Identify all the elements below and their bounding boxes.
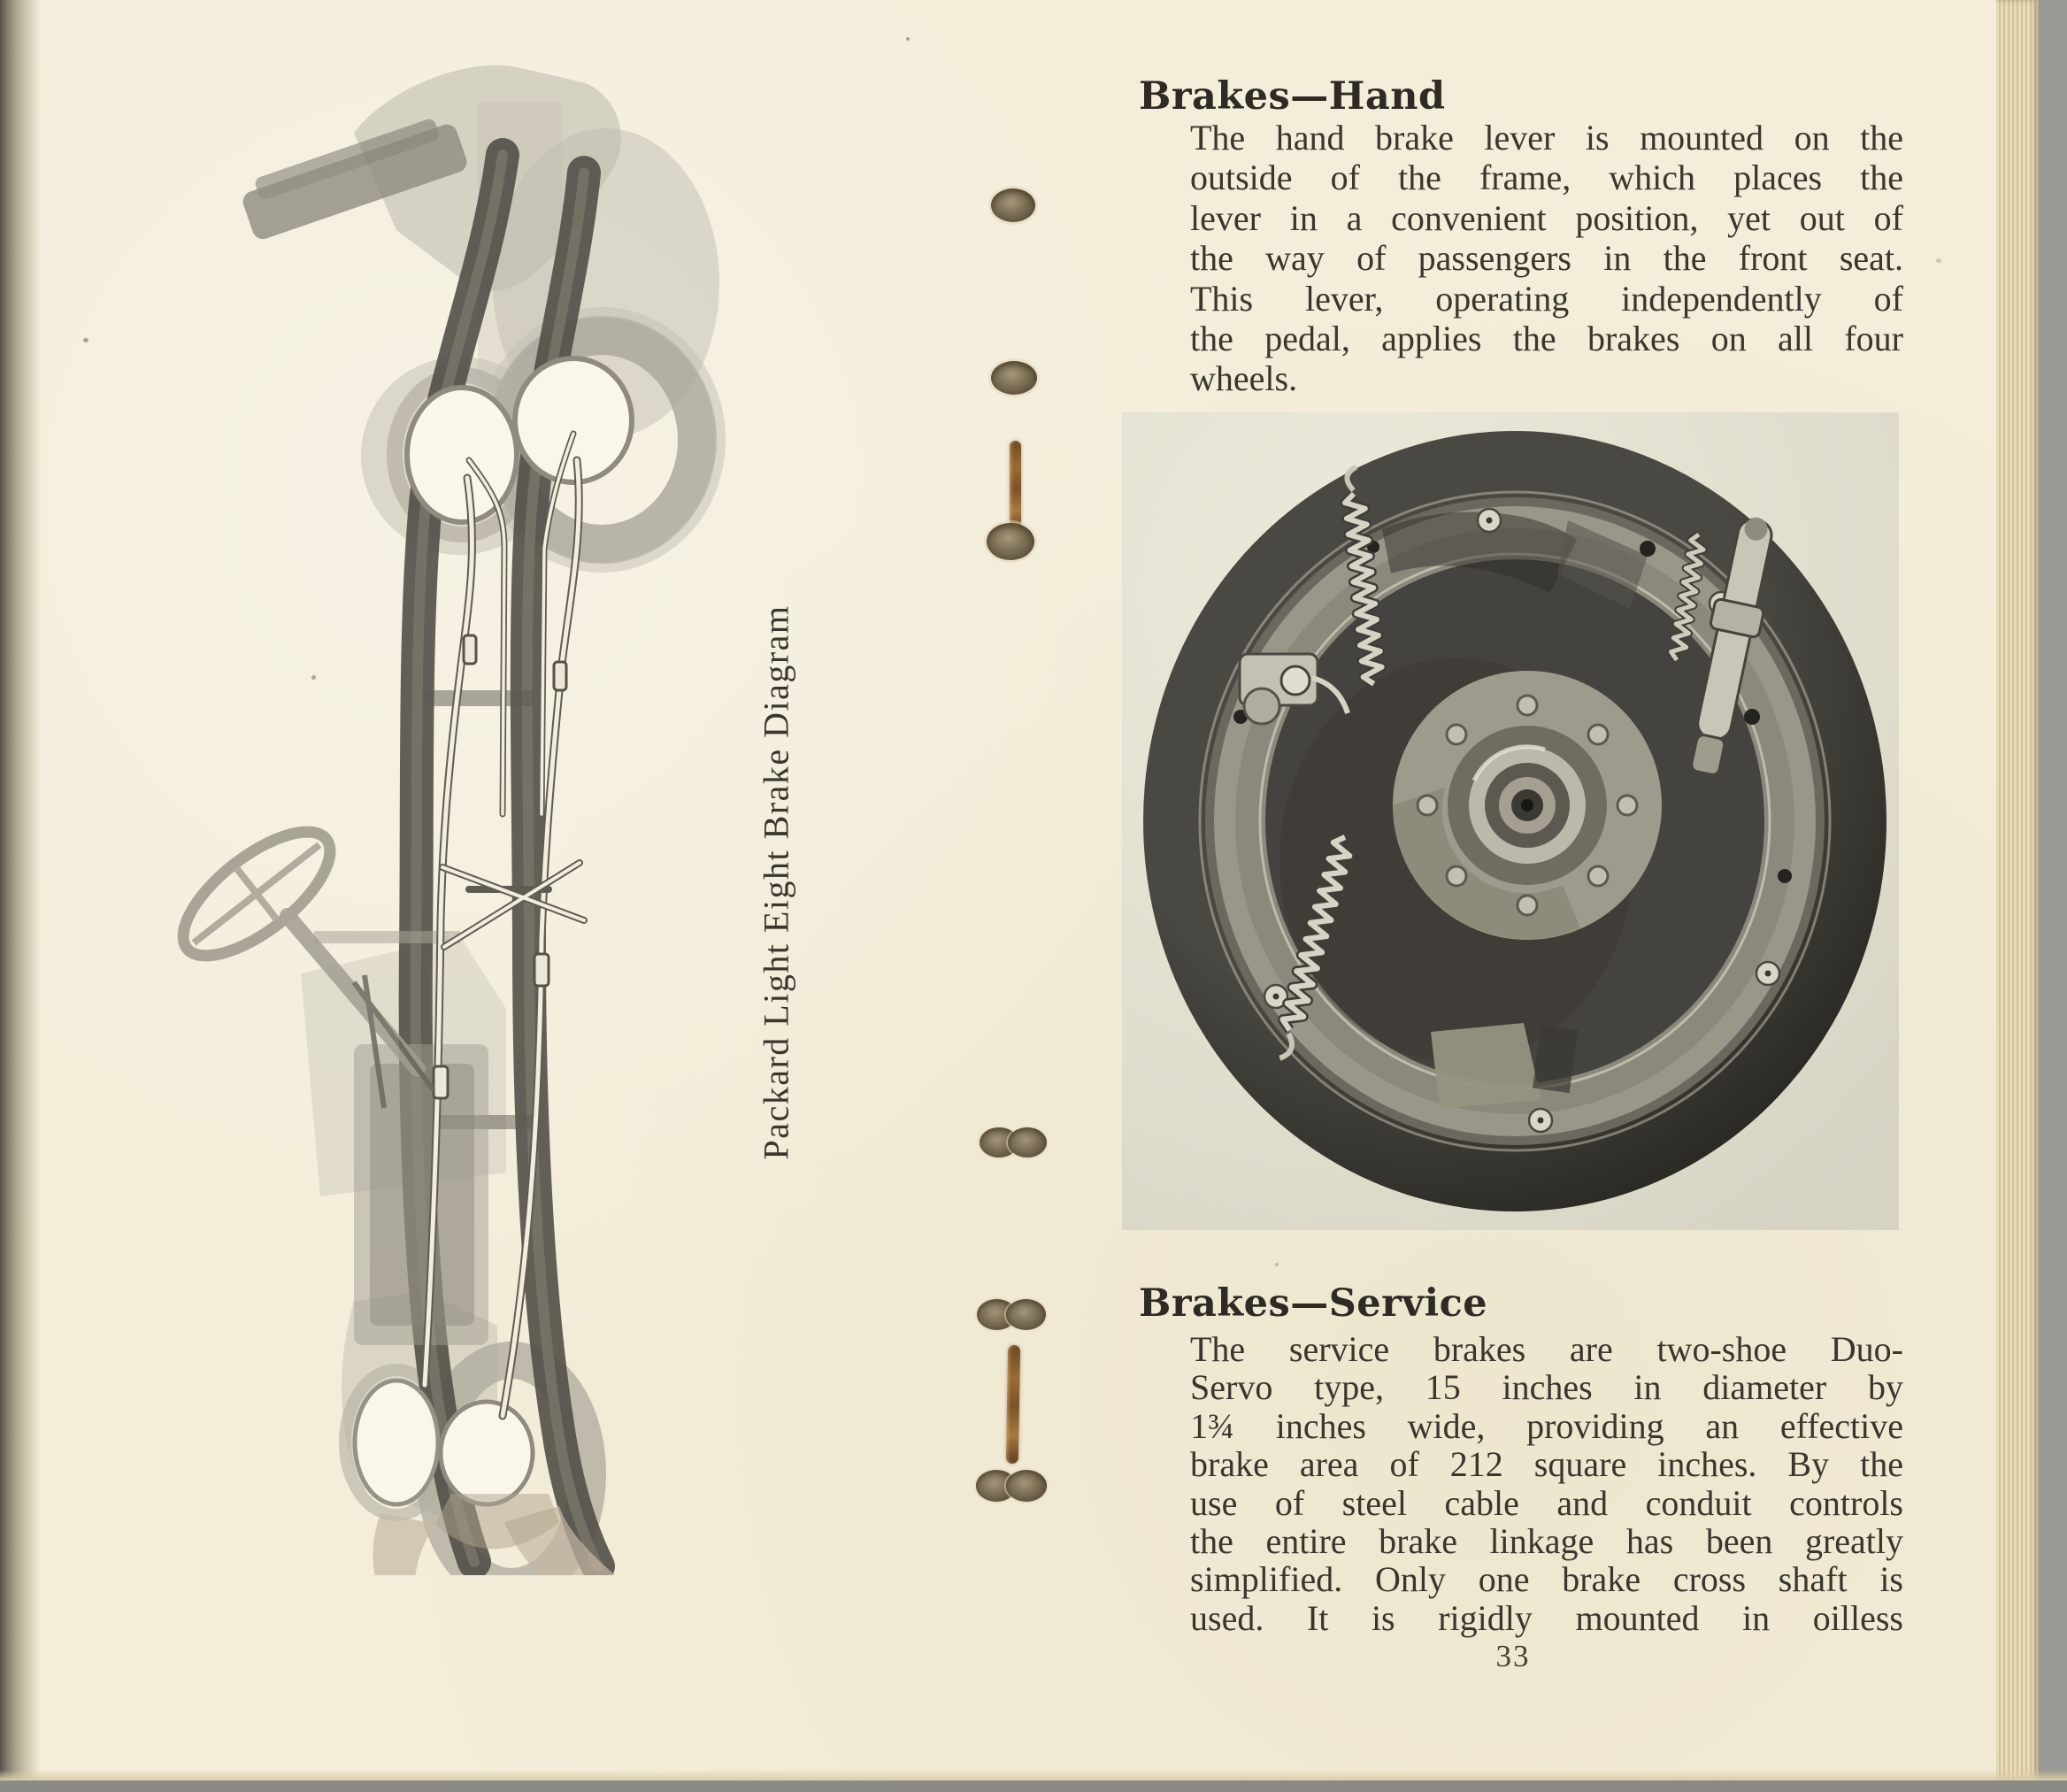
text-line: This lever, operating independently of	[1190, 278, 1903, 319]
backing-plate-screws	[1233, 507, 1792, 1134]
text-line: wheels.	[1190, 358, 1298, 399]
section-heading-brakes-service: Brakes—Service	[1139, 1281, 1488, 1326]
brake-cables	[420, 430, 588, 1420]
adjuster-cylinder	[1690, 517, 1773, 776]
brake-drums	[352, 356, 634, 1507]
binder-hole-double	[977, 1299, 1046, 1330]
text-line: lever in a convenient position, yet out …	[1190, 197, 1903, 238]
hole-lobe	[1005, 1470, 1047, 1502]
binder-hole	[991, 361, 1037, 395]
text-line: the entire brake linkage has been greatl…	[1190, 1521, 1903, 1562]
hub-assembly	[1393, 671, 1662, 940]
text-line: The service brakes are two-shoe Duo-	[1190, 1329, 1903, 1369]
scan-background-bottom	[0, 1780, 2067, 1792]
text-line: the way of passengers in the front seat.	[1190, 238, 1903, 279]
paper-speck	[1275, 1263, 1279, 1266]
binder-hole	[991, 188, 1035, 222]
return-spring-upper	[1341, 464, 1384, 685]
text-line: outside of the frame, which places the	[1190, 158, 1903, 198]
binder-hole-double	[980, 1127, 1047, 1157]
page-number: 33	[1495, 1639, 1531, 1673]
hole-lobe	[1007, 1127, 1047, 1157]
anchor-bracket	[1238, 652, 1350, 726]
paper-speck	[83, 338, 88, 342]
text-line: brake area of 212 square inches. By the	[1190, 1444, 1903, 1485]
text-line: used. It is rigidly mounted in oilless	[1190, 1597, 1903, 1638]
text-line: the pedal, applies the brakes on all fou…	[1190, 319, 1903, 359]
binding-post-rust	[1010, 441, 1021, 533]
paper-speck	[1936, 258, 1941, 263]
brake-drum-photo	[1122, 412, 1899, 1230]
paragraph-brakes-service: The service brakes are two-shoe Duo- Ser…	[1190, 1329, 1903, 1638]
page-edge-stack	[1996, 0, 2039, 1792]
rear-bumper	[373, 1494, 616, 1575]
chassis-brake-diagram	[177, 65, 726, 1575]
binding-post-rust	[1005, 1344, 1021, 1465]
text-line: 1¾ inches wide, providing an effective	[1190, 1405, 1903, 1446]
brake-drum	[1143, 431, 1886, 1211]
book-spine-edge	[0, 0, 41, 1792]
scan-background-right	[2039, 0, 2067, 1792]
paragraph-brakes-hand: The hand brake lever is mounted on the o…	[1190, 118, 1903, 399]
paper-speck	[906, 37, 910, 41]
ghost-engine	[314, 931, 488, 1345]
text-line: use of steel cable and conduit controls	[1190, 1482, 1903, 1523]
section-heading-brakes-hand: Brakes—Hand	[1139, 74, 1446, 119]
page-edge-bottom	[0, 1770, 2067, 1780]
binder-hole-double	[976, 1470, 1047, 1502]
text-line: Servo type, 15 inches in diameter by	[1190, 1367, 1903, 1408]
text-line: simplified. Only one brake cross shaft i…	[1190, 1559, 1903, 1600]
hole-lobe	[1005, 1299, 1046, 1330]
return-spring-lower	[1272, 834, 1355, 1061]
diagram-caption: Packard Light Eight Brake Diagram	[756, 604, 796, 1160]
binder-hole	[987, 523, 1034, 560]
steering-wheel	[177, 826, 436, 1109]
text-line: The hand brake lever is mounted on the	[1190, 118, 1903, 158]
paper-speck	[311, 675, 316, 680]
